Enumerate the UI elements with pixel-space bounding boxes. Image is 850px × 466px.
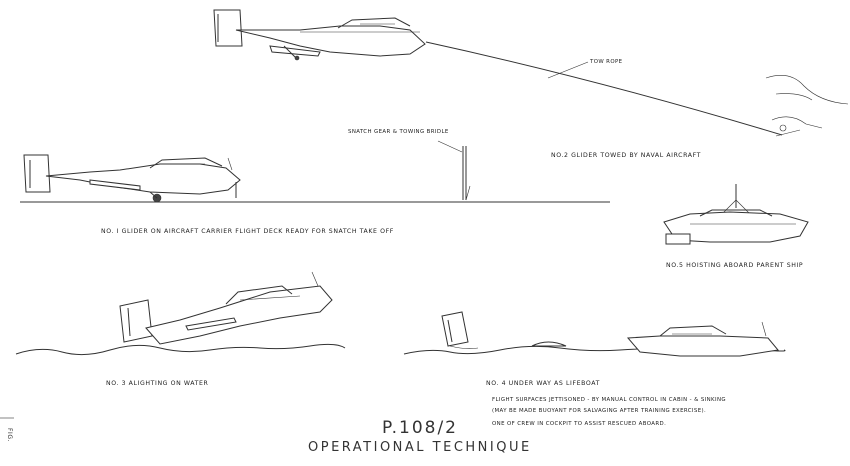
caption-no5: NO.5 HOISTING ABOARD PARENT SHIP: [666, 262, 804, 269]
water-line-3: [15, 343, 346, 356]
label-snatch-gear: SNATCH GEAR & TOWING BRIDLE: [348, 129, 449, 135]
glider-on-deck: [23, 154, 241, 203]
glider-towed: [213, 9, 426, 61]
caption-no1: NO. I GLIDER ON AIRCRAFT CARRIER FLIGHT …: [101, 228, 394, 235]
caption-no3: NO. 3 ALIGHTING ON WATER: [106, 380, 209, 387]
drawing-title: P.108/2: [382, 418, 458, 438]
caption-no4: NO. 4 UNDER WAY AS LIFEBOAT: [486, 380, 600, 387]
glider-lifeboat: [626, 321, 779, 357]
note-jettisoned: FLIGHT SURFACES JETTISONED - BY MANUAL C…: [492, 397, 726, 403]
fig-mark: FIG.: [6, 428, 13, 443]
glider-hoisted: [663, 184, 809, 245]
drawing-subtitle: OPERATIONAL TECHNIQUE: [308, 440, 532, 455]
tow-rope: [425, 41, 783, 136]
tow-aircraft: [765, 75, 849, 137]
snatch-gear: [437, 140, 471, 201]
note-crew: ONE OF CREW IN COCKPIT TO ASSIST RESCUED…: [492, 421, 667, 427]
caption-no2: NO.2 GLIDER TOWED BY NAVAL AIRCRAFT: [551, 152, 702, 159]
note-buoyant: (MAY BE MADE BUOYANT FOR SALVAGING AFTER…: [492, 408, 707, 414]
glider-alighting: [119, 271, 333, 345]
label-tow-rope: TOW ROPE: [590, 59, 623, 65]
jettisoned-surfaces: [441, 311, 567, 349]
